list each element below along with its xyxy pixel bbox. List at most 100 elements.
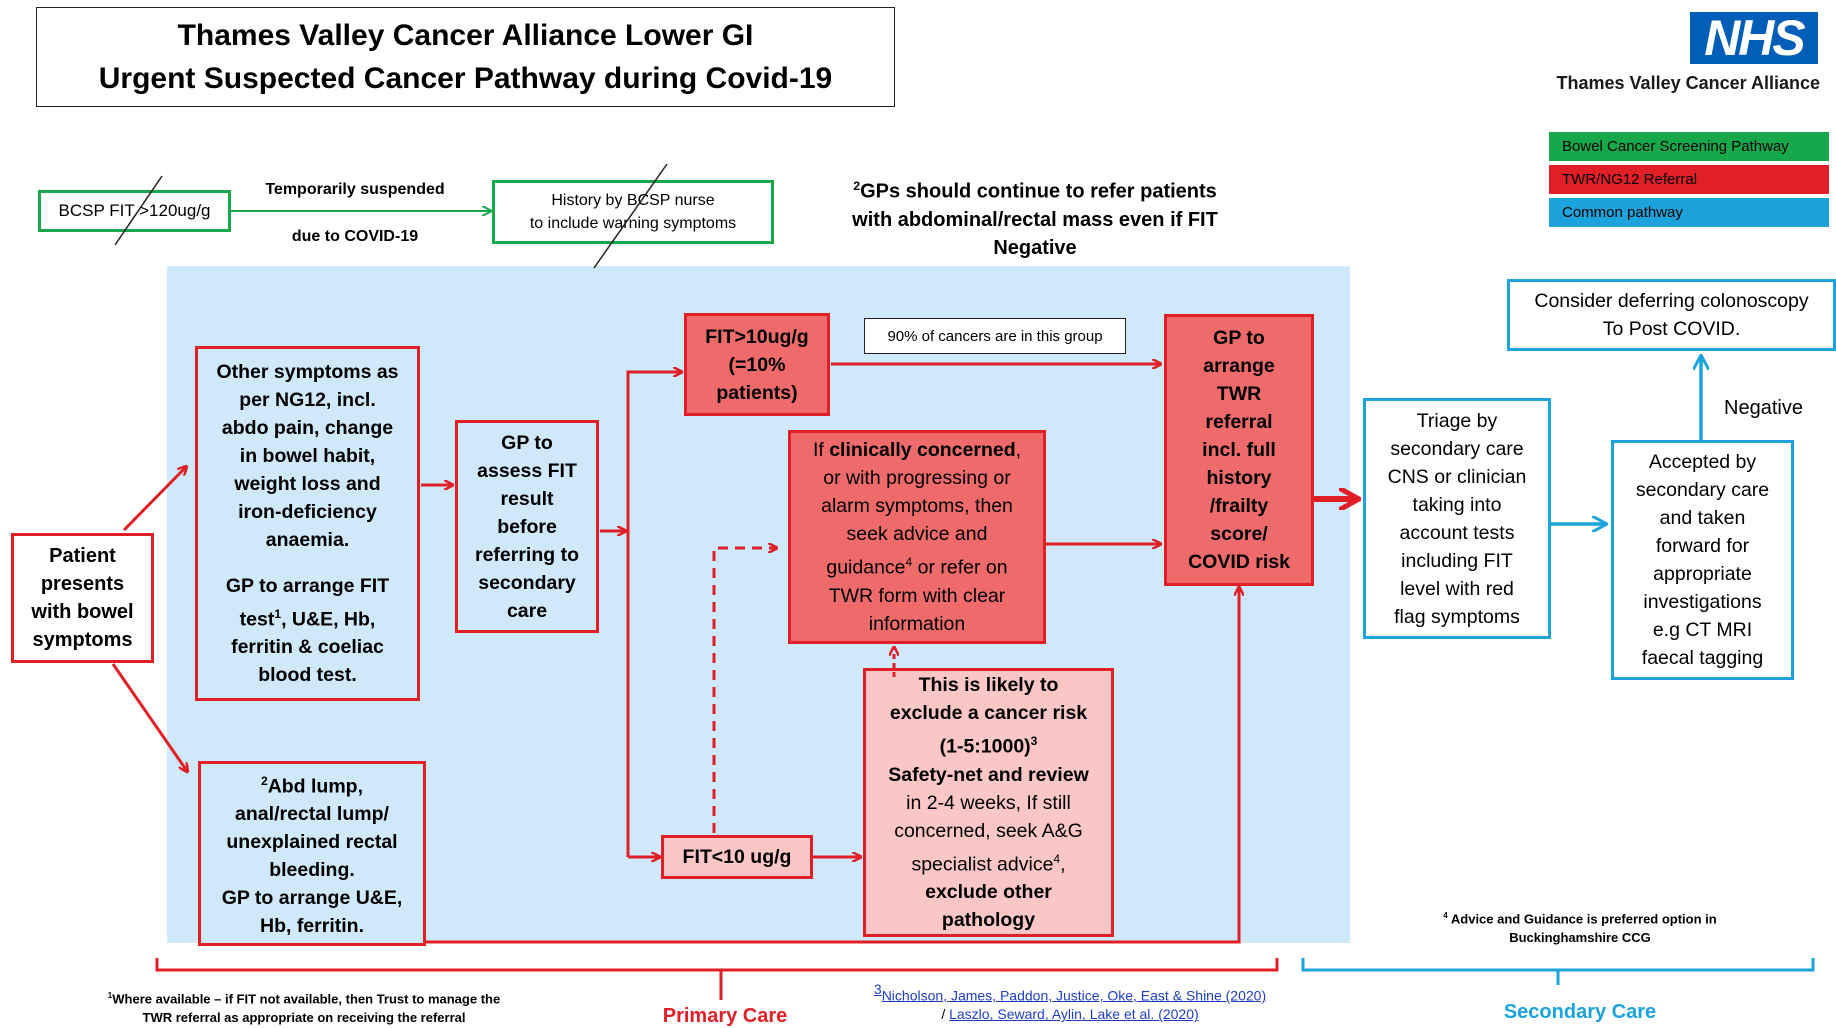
symptom-line: in bowel habit, <box>239 444 376 467</box>
abd-line: unexplained rectal <box>226 831 398 854</box>
symptom-line: anaemia. <box>265 528 350 551</box>
gp-fit-line: GP to arrange FIT <box>225 574 390 597</box>
footnote-ref: 1 <box>107 991 113 1000</box>
abd-line: anal/rectal lump/ <box>235 803 389 826</box>
clin-line: or refer on <box>912 556 1008 579</box>
accepted-line: investigations <box>1643 591 1762 613</box>
bcsp-fit-label: BCSP FIT >120ug/g <box>58 201 211 220</box>
footnote-ref: 1 <box>274 606 282 621</box>
footnote-4: 4 Advice and Guidance is preferred optio… <box>1400 906 1760 947</box>
assess-line: result <box>500 487 554 510</box>
triage-line: account tests <box>1399 521 1515 544</box>
other-symptoms-box: Other symptoms as per NG12, incl. abdo p… <box>195 346 420 701</box>
footnote-ref: 4 <box>1443 911 1448 920</box>
likely-line: specialist advice <box>911 853 1054 875</box>
strike-fit <box>114 175 163 246</box>
likely-line: exclude a cancer risk <box>889 702 1088 724</box>
gp-note-line-1: GPs should continue to refer patients <box>860 180 1217 203</box>
gp-note-line-2: with abdominal/rectal mass even if FIT <box>852 208 1218 231</box>
assess-line: GP to <box>501 431 553 454</box>
triage-line: level with red <box>1400 577 1514 600</box>
gp-twr-referral-box: GP to arrange TWR referral incl. full hi… <box>1164 314 1314 586</box>
accepted-line: secondary care <box>1635 479 1770 501</box>
fit-high-line: patients) <box>716 381 798 404</box>
nurse-line-2: to include warning symptoms <box>529 215 737 232</box>
gp-fit-tests: , U&E, Hb, <box>281 608 376 631</box>
ninety-percent-note: 90% of cancers are in this group <box>864 318 1126 354</box>
arrow-abd-twr <box>426 588 1239 944</box>
strike-nurse <box>593 163 668 269</box>
patient-line: Patient <box>49 545 116 567</box>
title-line-2: Urgent Suspected Cancer Pathway during C… <box>98 62 833 95</box>
triage-line: flag symptoms <box>1394 605 1520 628</box>
accepted-box: Accepted by secondary care and taken for… <box>1611 440 1794 680</box>
clin-line: seek advice and <box>846 523 988 546</box>
assess-line: before <box>497 515 557 538</box>
footnote-ref: 4 <box>905 555 913 570</box>
accepted-line: appropriate <box>1653 563 1752 585</box>
symptom-line: iron-deficiency <box>238 500 377 523</box>
secondary-care-bracket <box>1301 958 1815 972</box>
symptom-line: weight loss and <box>234 472 381 495</box>
fn4-line-2: Buckinghamshire CCG <box>1509 930 1651 946</box>
gp-assess-fit-box: GP to assess FIT result before referring… <box>455 420 599 633</box>
likely-line: exclude other <box>925 881 1052 903</box>
twr-line: score/ <box>1210 523 1268 545</box>
gp-fit-line: ferritin & coeliac <box>231 636 384 659</box>
fit-low-label: FIT<10 ug/g <box>682 845 792 868</box>
symptom-line: abdo pain, change <box>221 416 394 439</box>
clin-line: guidance <box>826 556 906 579</box>
symptom-line: Other symptoms as <box>216 360 399 383</box>
negative-label: Negative <box>1724 397 1803 419</box>
assess-line: secondary <box>478 571 576 594</box>
bcsp-fit-box: BCSP FIT >120ug/g <box>38 190 231 232</box>
suspended-note-2: due to COVID-19 <box>291 228 419 245</box>
accepted-line: Accepted by <box>1648 451 1757 473</box>
accepted-line: and taken <box>1659 507 1746 529</box>
footnote-1: 1Where available – if FIT not available,… <box>84 986 524 1027</box>
footnote-ref: 4 <box>1053 851 1061 866</box>
symptom-line: per NG12, incl. <box>239 388 376 411</box>
fit-high-line: (=10% <box>728 353 786 376</box>
twr-line: GP to <box>1213 327 1265 349</box>
fn1-line-1: Where available – if FIT not available, … <box>112 991 501 1007</box>
twr-line: TWR <box>1216 383 1262 405</box>
reference-link-laszlo[interactable]: Laszlo, Seward, Aylin, Lake et al. (2020… <box>949 1006 1199 1023</box>
page-title: Thames Valley Cancer Alliance Lower GI U… <box>36 7 895 107</box>
clin-line: information <box>868 612 966 635</box>
assess-line: assess FIT <box>477 459 577 482</box>
footnote-3: 3Nicholson, James, Paddon, Justice, Oke,… <box>860 980 1280 1024</box>
defer-line: Consider deferring colonoscopy <box>1534 290 1809 312</box>
triage-line: including FIT <box>1401 549 1513 572</box>
dashed-fitlow-clin <box>712 548 776 833</box>
clin-bold: clinically concerned <box>829 439 1016 462</box>
likely-line: Safety-net and review <box>888 763 1089 786</box>
likely-line: concerned, seek A&G <box>894 819 1083 842</box>
legend-twr: TWR/NG12 Referral <box>1549 165 1829 194</box>
defer-colonoscopy-box: Consider deferring colonoscopy To Post C… <box>1507 279 1836 351</box>
gp-note-line-3: Negative <box>993 236 1077 259</box>
accepted-line: faecal tagging <box>1641 647 1764 669</box>
triage-line: taking into <box>1412 493 1502 516</box>
nurse-line-1: History by BCSP nurse <box>551 192 715 209</box>
arrow-patient-other <box>122 467 186 532</box>
suspended-note-1: Temporarily suspended <box>265 181 445 198</box>
likely-line: This is likely to <box>918 674 1059 696</box>
triage-line: CNS or clinician <box>1387 465 1527 488</box>
assess-line: referring to <box>474 543 579 566</box>
primary-care-bracket <box>155 958 1279 972</box>
alliance-name: Thames Valley Cancer Alliance <box>1556 73 1820 93</box>
abd-line: bleeding. <box>269 859 355 882</box>
assess-line: care <box>506 599 548 622</box>
twr-line: COVID risk <box>1188 551 1290 573</box>
twr-line: arrange <box>1203 355 1275 377</box>
reference-link-nicholson[interactable]: Nicholson, James, Paddon, Justice, Oke, … <box>881 987 1267 1004</box>
twr-line: referral <box>1205 411 1273 433</box>
footnote-ref: 3 <box>1030 734 1038 748</box>
fit-high-box: FIT>10ug/g (=10% patients) <box>684 313 830 416</box>
clin-text: If <box>812 439 824 462</box>
arrow-patient-abd <box>111 663 187 771</box>
ninety-percent-text: 90% of cancers are in this group <box>887 327 1103 345</box>
clin-text: , <box>1015 439 1022 462</box>
